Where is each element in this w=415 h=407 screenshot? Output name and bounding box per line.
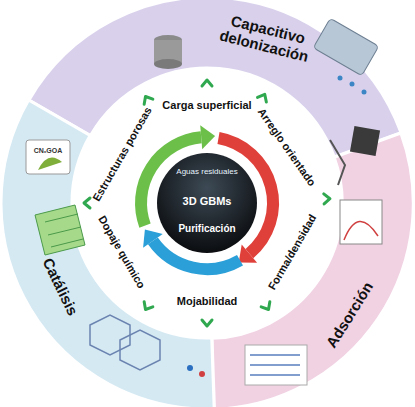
core-label: Aguas residuales	[176, 168, 237, 177]
property-label: Mojabilidad	[177, 295, 238, 307]
property-circle: Carga superficialArreglo orientadoForma/…	[72, 68, 342, 338]
material-label: CNₓGOA	[34, 147, 63, 154]
circle-shape	[73, 69, 341, 337]
band-shape	[1, 100, 214, 407]
core-disk: Aguas residuales 3D GBMsPurificación	[157, 153, 257, 253]
band-shape	[212, 133, 413, 407]
disk-shape	[157, 153, 257, 253]
core-label: Purificación	[178, 223, 235, 234]
core-label: 3D GBMs	[183, 195, 232, 207]
property-label: Carga superficial	[162, 99, 251, 111]
